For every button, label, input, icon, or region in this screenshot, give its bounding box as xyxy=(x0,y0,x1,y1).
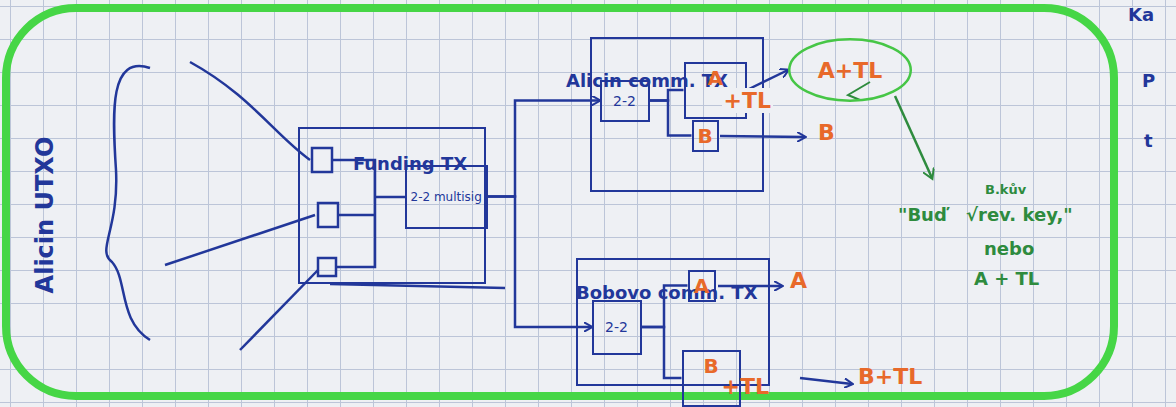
funding-wire xyxy=(332,160,405,267)
note-text: √rev. key," xyxy=(966,204,1073,225)
funding-wire xyxy=(330,284,505,288)
note-arrow xyxy=(895,96,932,178)
output-arrow xyxy=(800,378,852,384)
multisig-input-box: 2-2 xyxy=(600,80,650,122)
input-box xyxy=(318,203,338,227)
connector-line xyxy=(650,90,684,101)
connector-line xyxy=(642,327,682,378)
note-text: B.kův xyxy=(985,182,1026,197)
box-text: B xyxy=(698,124,713,148)
box-text: 2-2 xyxy=(605,319,628,335)
input-wire xyxy=(165,215,315,265)
utxo-label: Alicin UTXO xyxy=(31,137,59,294)
box-text: A+TL xyxy=(818,58,883,83)
utxo-bracket xyxy=(106,66,150,340)
box-text: 2-2 xyxy=(613,93,636,109)
note-text: A + TL xyxy=(974,268,1039,289)
connector-line xyxy=(488,101,600,197)
input-box xyxy=(318,258,336,276)
output-label: B+TL xyxy=(858,364,922,389)
output-box: A xyxy=(688,270,716,302)
box-text: A xyxy=(694,274,709,298)
output-label: A xyxy=(790,268,807,293)
input-wire xyxy=(240,270,318,350)
green-outline xyxy=(6,8,1114,396)
box-text: A xyxy=(707,66,722,90)
timelock-text: +TL xyxy=(722,374,769,399)
note-hook xyxy=(848,82,870,100)
funding-tx-box: Funding TX 2-2 multisig xyxy=(298,127,486,284)
timelock-text: +TL xyxy=(722,88,773,113)
output-ellipse: A+TL xyxy=(788,38,912,102)
margin-text: P xyxy=(1142,70,1155,91)
output-box: B xyxy=(692,120,719,152)
margin-text: t xyxy=(1144,130,1153,151)
commitment-tx-box: Alicin comm. TX2-2A+TLB xyxy=(590,37,764,192)
note-text: "Buď xyxy=(898,204,947,225)
input-wire xyxy=(190,62,310,160)
output-box: B+TL xyxy=(682,350,741,407)
commitment-tx-box: Bobovo comm. TX2-2AB+TL xyxy=(576,258,770,386)
output-box: A+TL xyxy=(684,62,747,119)
multisig-input-box: 2-2 xyxy=(592,300,642,355)
note-text: nebo xyxy=(984,238,1034,259)
margin-text: Ka xyxy=(1128,4,1154,25)
output-label: B xyxy=(818,120,835,145)
input-box xyxy=(312,148,332,172)
multisig-box: 2-2 multisig xyxy=(405,165,488,229)
box-text: 2-2 multisig xyxy=(411,190,482,204)
box-heading: Funding TX xyxy=(353,153,467,174)
box-text: B xyxy=(704,354,719,378)
